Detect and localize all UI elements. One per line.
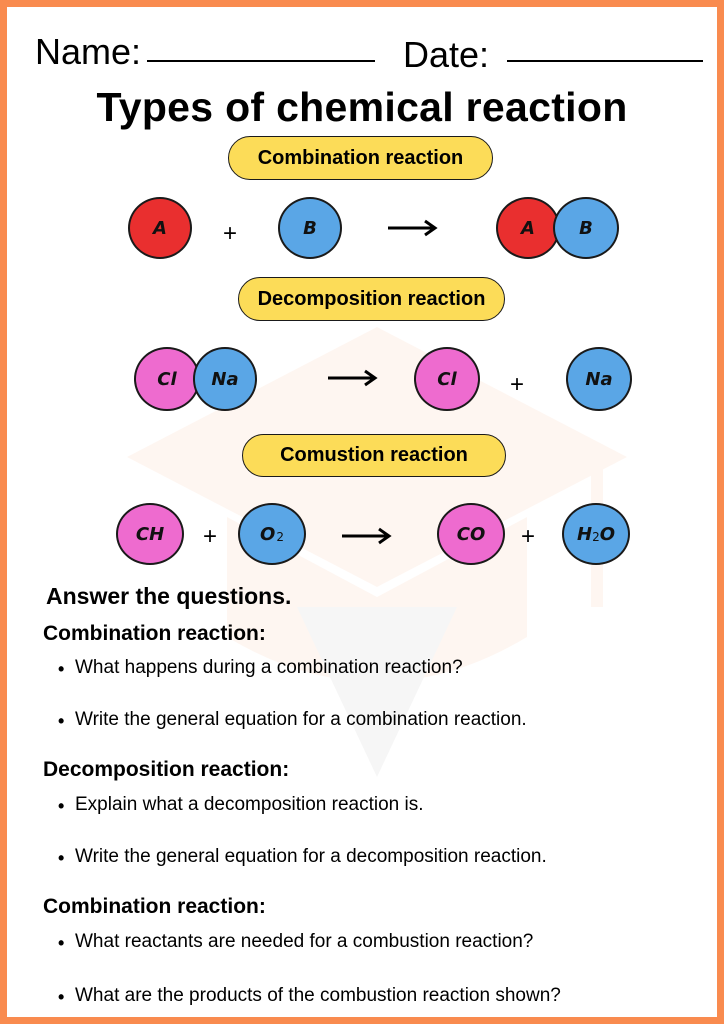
- combination-label: Combination reaction: [228, 136, 493, 180]
- date-line[interactable]: [507, 60, 703, 62]
- name-line[interactable]: [147, 60, 375, 62]
- section-title: Combination reaction:: [43, 895, 266, 918]
- right-arrow-icon: [388, 219, 438, 237]
- section-title: Combination reaction:: [43, 622, 266, 645]
- molecule-a: A: [128, 197, 192, 259]
- combustion-label: Comustion reaction: [242, 434, 506, 477]
- question-item: Explain what a decomposition reaction is…: [75, 794, 424, 815]
- molecule-na-bonded: Na: [193, 347, 257, 411]
- question-item: Write the general equation for a combina…: [75, 709, 527, 730]
- bullet-dot: •: [58, 848, 65, 868]
- molecule-cl: Cl: [414, 347, 480, 411]
- question-item: Write the general equation for a decompo…: [75, 846, 547, 867]
- question-item: What happens during a combination reacti…: [75, 657, 463, 678]
- molecule-b: B: [278, 197, 342, 259]
- name-label: Name:: [35, 31, 142, 72]
- molecule-ch: CH: [116, 503, 184, 565]
- bullet-dot: •: [58, 796, 65, 816]
- plus-sign: +: [510, 371, 525, 398]
- h2o-h: H: [576, 523, 593, 545]
- section-title: Decomposition reaction:: [43, 758, 290, 781]
- molecule-na: Na: [566, 347, 632, 411]
- plus-sign: +: [203, 523, 218, 550]
- decomposition-label: Decomposition reaction: [238, 277, 505, 321]
- plus-sign: +: [223, 220, 238, 247]
- o2-subscript: 2: [276, 530, 284, 544]
- right-arrow-icon: [328, 369, 378, 387]
- question-item: What reactants are needed for a combusti…: [75, 931, 534, 952]
- molecule-co: CO: [437, 503, 505, 565]
- h2o-subscript: 2: [592, 530, 600, 544]
- question-item: What are the products of the combustion …: [75, 985, 561, 1006]
- page-title: Types of chemical reaction: [96, 84, 628, 130]
- date-label: Date:: [403, 34, 490, 75]
- bullet-dot: •: [58, 933, 65, 953]
- questions-heading: Answer the questions.: [46, 583, 292, 609]
- molecule-ab-a: A: [496, 197, 560, 259]
- right-arrow-icon: [342, 527, 392, 545]
- o2-symbol: O: [260, 523, 276, 545]
- bullet-dot: •: [58, 711, 65, 731]
- bullet-dot: •: [58, 659, 65, 679]
- molecule-ab-b: B: [553, 197, 619, 259]
- bullet-dot: •: [58, 987, 65, 1007]
- molecule-cl-bonded: Cl: [134, 347, 200, 411]
- h2o-o: O: [599, 523, 616, 545]
- plus-sign: +: [521, 523, 536, 550]
